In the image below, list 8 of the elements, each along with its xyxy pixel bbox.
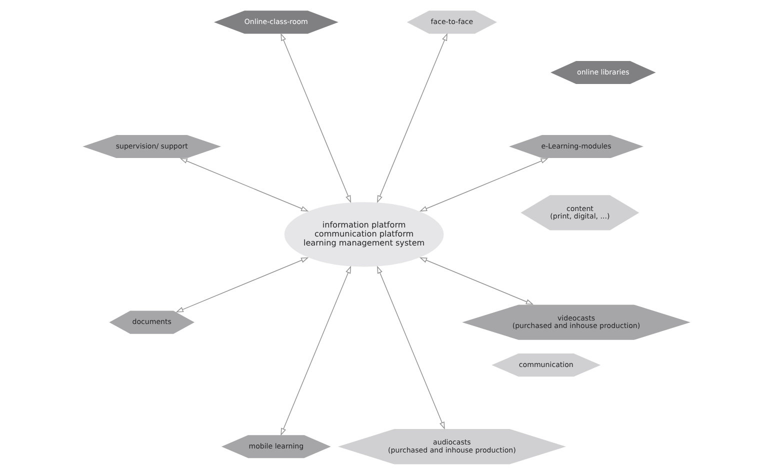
arrow bbox=[280, 266, 352, 436]
arrow bbox=[176, 257, 309, 312]
arrow bbox=[180, 158, 309, 212]
arrow bbox=[280, 33, 352, 203]
arrow bbox=[419, 257, 534, 305]
arrow bbox=[419, 158, 548, 212]
arrow bbox=[377, 33, 448, 203]
arrow bbox=[377, 266, 445, 430]
